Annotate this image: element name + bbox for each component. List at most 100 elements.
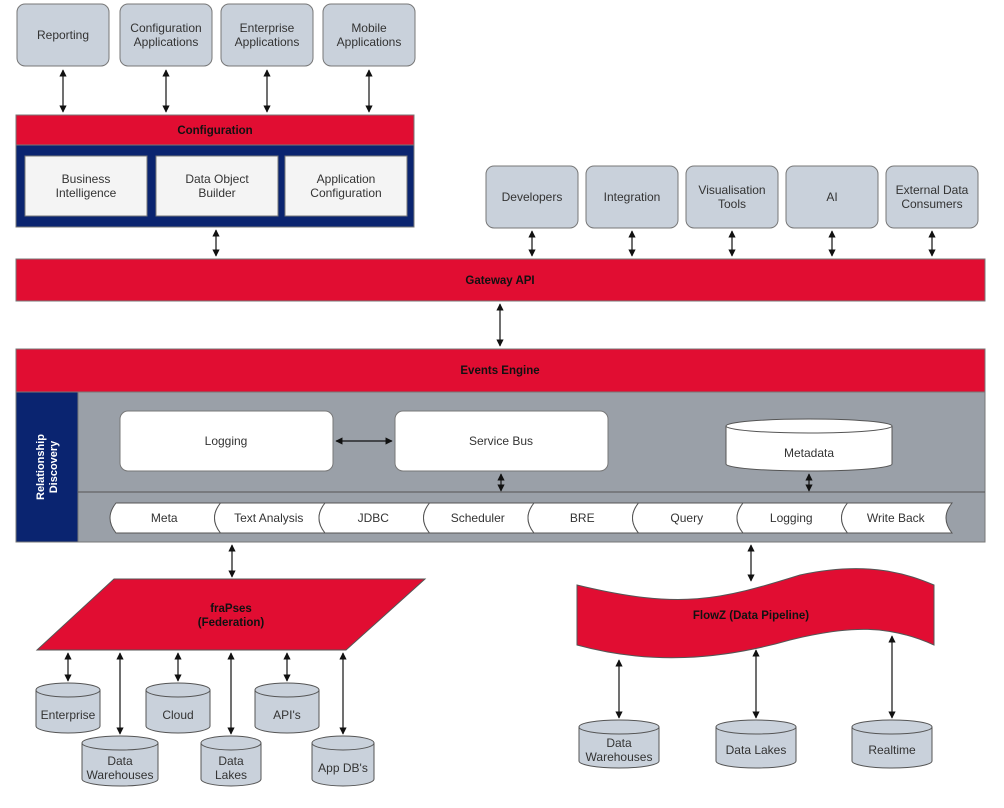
consumer-box — [685, 165, 779, 229]
adapter-tab — [841, 502, 954, 534]
federation-source-cylinder-body — [145, 690, 211, 734]
federation-source-label: API's — [273, 708, 301, 722]
federation-title: (Federation) — [198, 617, 265, 629]
federation-source-cylinder-top — [200, 735, 262, 751]
service-bus-label: Service Bus — [469, 434, 533, 448]
metadata-label: Metadata — [784, 446, 834, 460]
relationship-discovery-panel — [15, 391, 79, 543]
pipeline-source-label: Realtime — [868, 743, 916, 757]
client-box — [322, 3, 416, 67]
client-label: Enterprise — [240, 21, 295, 35]
client-label: Mobile — [351, 21, 387, 35]
client-box — [220, 3, 314, 67]
adapter-label: Text Analysis — [234, 511, 303, 525]
adapter-label: Query — [670, 511, 703, 525]
config-module-label: Configuration — [310, 186, 381, 200]
logging-label: Logging — [205, 434, 248, 448]
federation-source-cylinder — [200, 735, 262, 787]
federation-source-cylinder-body — [311, 743, 375, 787]
pipeline-source-cylinder — [578, 719, 660, 769]
consumer-label: Tools — [718, 197, 746, 211]
relationship-discovery-label: RelationshipDiscovery — [35, 434, 60, 500]
consumer-box — [885, 165, 979, 229]
adapter-label: JDBC — [358, 511, 390, 525]
pipeline-source-label: Data Lakes — [726, 743, 787, 757]
federation-source-label: Warehouses — [87, 768, 154, 782]
federation-source-cylinder-body — [200, 743, 262, 787]
gateway-title: Gateway API — [465, 275, 534, 287]
metadata-cylinder-top — [725, 418, 893, 434]
events-engine-title: Events Engine — [460, 365, 539, 377]
federation-title: fraPses — [210, 603, 252, 615]
client-label: Reporting — [37, 28, 89, 42]
consumer-label: Visualisation — [698, 183, 765, 197]
relationship-discovery-line: Discovery — [48, 440, 60, 493]
consumer-label: Consumers — [901, 197, 962, 211]
federation-source-label: Cloud — [162, 708, 193, 722]
pipeline-source-cylinder-body — [851, 727, 933, 769]
pipeline-source-cylinder-top — [851, 719, 933, 735]
pipeline-banner — [576, 568, 935, 659]
federation-parallelogram — [35, 578, 427, 651]
client-label: Applications — [235, 35, 300, 49]
service-bus-box — [394, 410, 609, 472]
federation-source-label: Data — [218, 754, 244, 768]
gateway-bar — [15, 258, 986, 302]
pipeline-source-cylinder-body — [578, 727, 660, 769]
config-module-box — [284, 155, 408, 217]
federation-source-label: Enterprise — [41, 708, 96, 722]
config-module-label: Application — [317, 172, 376, 186]
federation-source-cylinder — [311, 735, 375, 787]
pipeline-source-cylinder — [715, 719, 797, 769]
federation-source-cylinder — [254, 682, 320, 734]
config-module-label: Builder — [198, 186, 235, 200]
consumer-label: Integration — [604, 190, 661, 204]
federation-source-cylinder-top — [35, 682, 101, 698]
pipeline-title: FlowZ (Data Pipeline) — [693, 610, 809, 622]
adapter-label: Meta — [151, 511, 178, 525]
client-box — [16, 3, 110, 67]
federation-source-cylinder-top — [81, 735, 159, 751]
adapter-label: Logging — [770, 511, 813, 525]
consumer-box — [485, 165, 579, 229]
federation-source-cylinder-body — [81, 743, 159, 787]
config-module-label: Data Object — [185, 172, 249, 186]
pipeline-source-cylinder-top — [578, 719, 660, 735]
adapter-label: BRE — [570, 511, 595, 525]
consumer-label: External Data — [896, 183, 969, 197]
metadata-cylinder — [725, 418, 893, 472]
config-module-label: Business — [62, 172, 111, 186]
federation-source-label: App DB's — [318, 761, 368, 775]
pipeline-source-label: Data — [606, 736, 632, 750]
federation-source-cylinder-top — [254, 682, 320, 698]
configuration-title: Configuration — [177, 125, 252, 137]
federation-source-cylinder — [145, 682, 211, 734]
client-label: Configuration — [130, 21, 201, 35]
consumer-box — [785, 165, 879, 229]
relationship-discovery-line: Relationship — [35, 434, 47, 500]
adapter-label: Scheduler — [451, 511, 505, 525]
metadata-cylinder-body — [725, 426, 893, 472]
client-box — [119, 3, 213, 67]
federation-source-cylinder-body — [254, 690, 320, 734]
federation-source-label: Lakes — [215, 768, 247, 782]
config-module-label: Intelligence — [56, 186, 117, 200]
logging-box — [119, 410, 334, 472]
consumer-label: AI — [826, 190, 837, 204]
config-module-box — [155, 155, 279, 217]
pipeline-source-cylinder-top — [715, 719, 797, 735]
pipeline-source-cylinder-body — [715, 727, 797, 769]
adapter-label: Write Back — [867, 511, 926, 525]
federation-source-cylinder-body — [35, 690, 101, 734]
federation-source-cylinder-top — [311, 735, 375, 751]
federation-source-cylinder-top — [145, 682, 211, 698]
config-module-box — [24, 155, 148, 217]
federation-source-label: Data — [107, 754, 133, 768]
client-label: Applications — [134, 35, 199, 49]
federation-source-cylinder — [35, 682, 101, 734]
consumer-box — [585, 165, 679, 229]
federation-source-cylinder — [81, 735, 159, 787]
pipeline-source-label: Warehouses — [586, 750, 653, 764]
consumer-label: Developers — [502, 190, 563, 204]
